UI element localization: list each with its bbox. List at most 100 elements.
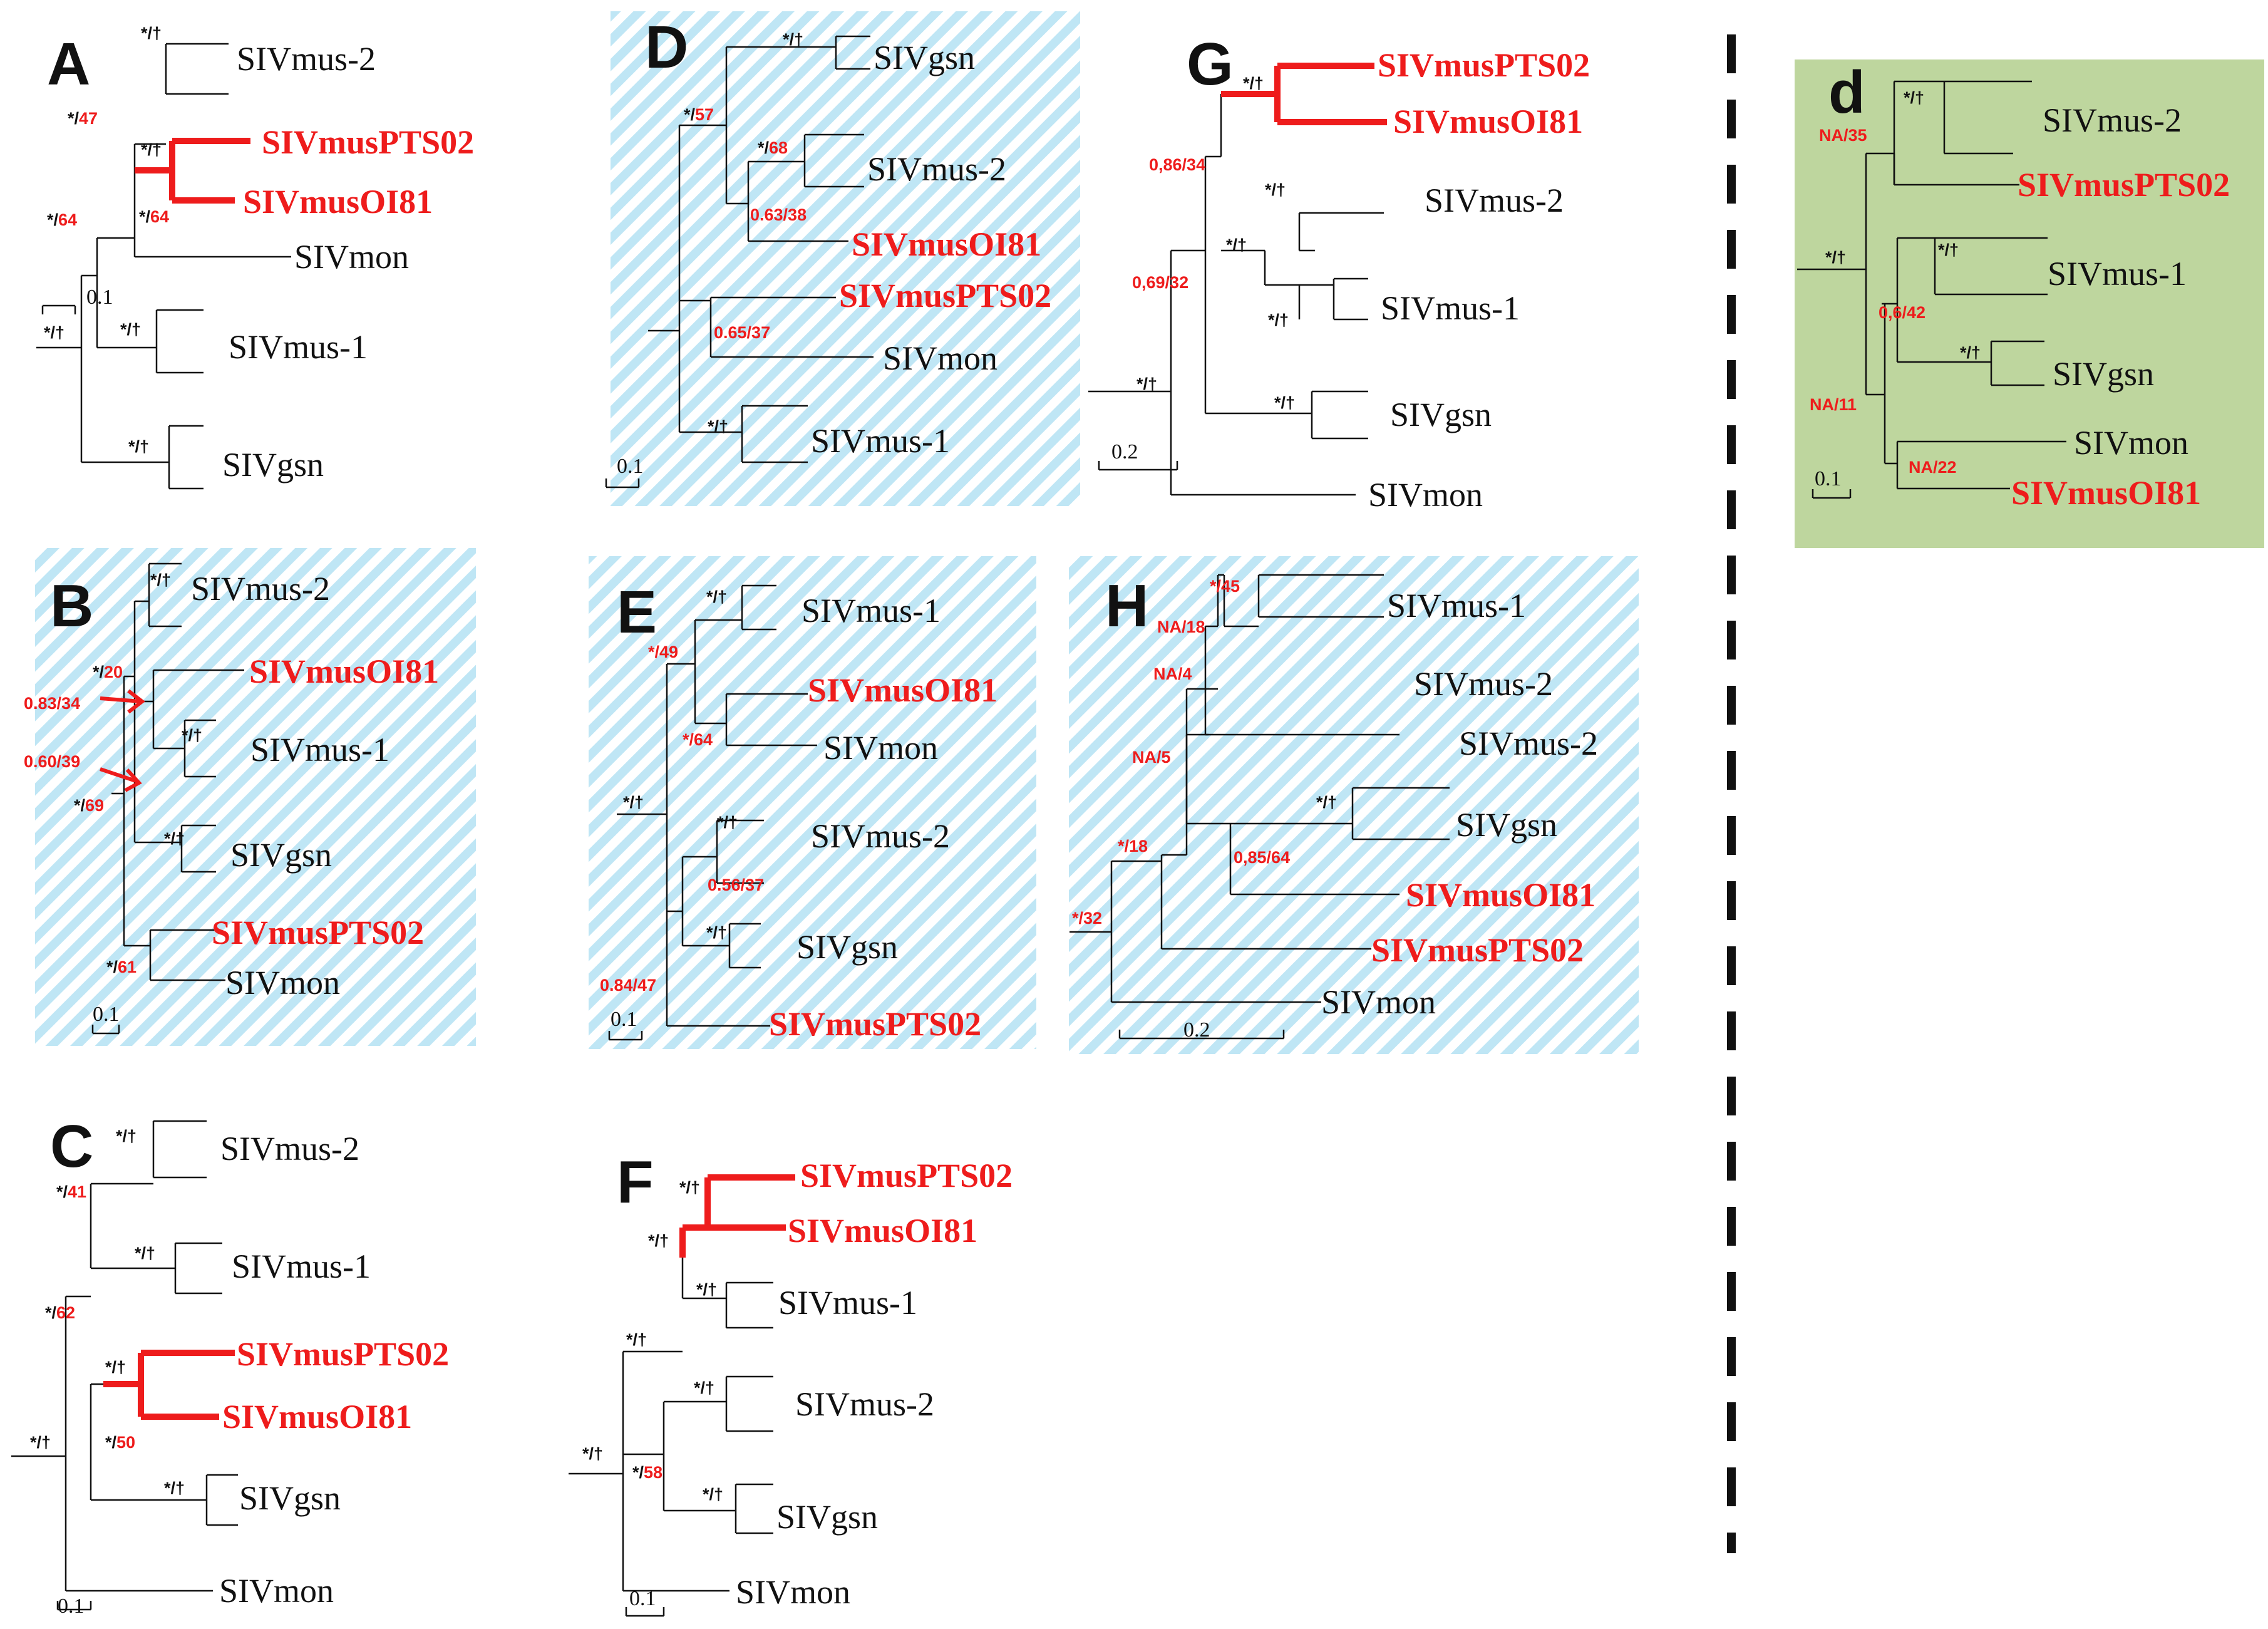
panel-a-support: */64	[47, 210, 77, 229]
panel-e-taxon-pts02: SIVmusPTS02	[769, 1005, 981, 1043]
panel-f-support: */†	[582, 1444, 603, 1463]
panel-g-support: */†	[1137, 375, 1157, 393]
panel-e-taxon-mon: SIVmon	[823, 729, 938, 767]
panel-g-support: */†	[1265, 180, 1286, 199]
panel-c-taxon-mus1: SIVmus-1	[232, 1248, 371, 1285]
panel-f-taxon-mon: SIVmon	[736, 1573, 850, 1611]
panel-d-support: */68	[758, 138, 788, 157]
panel-c-taxon-gsn: SIVgsn	[239, 1479, 341, 1517]
panel-a-taxon-mus2: SIVmus-2	[237, 40, 376, 78]
panel-h-support: 0,85/64	[1234, 848, 1290, 867]
panel-f-support: */†	[679, 1178, 700, 1197]
panel-c-support: */†	[30, 1433, 51, 1452]
panel-h-letter: H	[1105, 572, 1148, 639]
panel-d-support: 0.65/37	[714, 323, 770, 342]
green-taxon-oi81: SIVmusOI81	[2011, 474, 2201, 512]
panel-f-taxon-oi81: SIVmusOI81	[788, 1212, 977, 1249]
panel-g-taxon-mus2: SIVmus-2	[1425, 182, 1564, 219]
panel-f-support: */†	[626, 1330, 647, 1349]
panel-c-letter: C	[50, 1113, 93, 1180]
panel-a-taxon-pts02: SIVmusPTS02	[262, 123, 474, 161]
panel-a-taxon-oi81: SIVmusOI81	[243, 183, 433, 220]
panel-g	[1088, 94, 1384, 496]
panel-g-taxon-oi81: SIVmusOI81	[1393, 103, 1583, 140]
panel-f-taxon-gsn: SIVgsn	[776, 1498, 878, 1536]
panel-e-support: 0.84/47	[600, 976, 656, 995]
panel-h-taxon-gsn: SIVgsn	[1456, 806, 1557, 844]
panel-e-taxon-mus2: SIVmus-2	[811, 817, 950, 855]
panel-g-scale: 0.2	[1111, 440, 1138, 463]
panel-f-letter: F	[617, 1149, 654, 1216]
green-support: */†	[1938, 240, 1959, 259]
green-taxon-mus1: SIVmus-1	[2048, 255, 2187, 292]
panel-d-background	[611, 11, 1080, 506]
panel-g-taxon-pts02: SIVmusPTS02	[1378, 46, 1590, 84]
panel-d-support: */57	[684, 105, 714, 124]
panel-e-background	[589, 556, 1036, 1049]
panel-f-highlight-clade	[679, 1174, 795, 1258]
panel-h-taxon-pts02: SIVmusPTS02	[1371, 931, 1584, 969]
panel-g-support: 0,69/32	[1132, 273, 1188, 292]
panel-c-highlight-clade	[103, 1350, 235, 1420]
panel-e-letter: E	[617, 579, 657, 646]
panel-g-taxon-mus1: SIVmus-1	[1381, 289, 1520, 327]
panel-a-scale: 0.1	[86, 286, 113, 309]
panel-h-support: NA/18	[1157, 618, 1205, 636]
green-support: NA/11	[1810, 395, 1857, 414]
panel-b-scale: 0.1	[93, 1003, 120, 1026]
panel-b-taxon-pts02: SIVmusPTS02	[212, 914, 424, 951]
panel-b-background	[35, 548, 476, 1046]
panel-a-support: */†	[141, 24, 162, 43]
panel-f-taxon-mus1: SIVmus-1	[778, 1284, 917, 1321]
panel-a-highlight-clade	[135, 138, 250, 204]
panel-c	[11, 1120, 238, 1611]
panel-c-support: */41	[56, 1182, 86, 1201]
panel-green-background	[1795, 59, 2264, 548]
panel-f-taxon-pts02: SIVmusPTS02	[800, 1157, 1013, 1194]
panel-d-scale: 0.1	[617, 455, 644, 478]
panel-d-support: 0.63/38	[750, 205, 807, 224]
panel-c-scale: 0.1	[58, 1595, 85, 1618]
panel-h-background	[1069, 556, 1639, 1054]
panel-h-support: */32	[1072, 909, 1102, 928]
green-panel-letter: d	[1828, 59, 1865, 126]
green-taxon-gsn: SIVgsn	[2053, 355, 2154, 393]
panel-c-support: */†	[105, 1358, 126, 1377]
panel-b-taxon-mus1: SIVmus-1	[250, 731, 389, 768]
panel-a-support: */†	[128, 437, 149, 456]
panel-e-support: */64	[683, 730, 713, 749]
panel-b-support: */69	[74, 796, 104, 815]
panel-f-support: */58	[632, 1463, 662, 1482]
panel-b-taxon-gsn: SIVgsn	[230, 836, 332, 874]
panel-h-support: */45	[1210, 577, 1240, 596]
panel-b-taxon-mus2: SIVmus-2	[191, 570, 330, 608]
panel-f-support: */†	[648, 1231, 669, 1250]
panel-e-support: */†	[717, 813, 738, 832]
panel-d-taxon-pts02: SIVmusPTS02	[839, 277, 1051, 314]
panel-d-taxon-mus2: SIVmus-2	[867, 150, 1006, 188]
panel-e-scale: 0.1	[611, 1008, 637, 1031]
green-taxon-mon: SIVmon	[2074, 424, 2188, 462]
panel-b-letter: B	[50, 572, 93, 639]
green-taxon-mus2: SIVmus-2	[2043, 101, 2182, 139]
panel-g-support: */†	[1243, 74, 1264, 93]
panel-b-taxon-oi81: SIVmusOI81	[249, 653, 439, 690]
panel-c-taxon-oi81: SIVmusOI81	[222, 1398, 412, 1435]
panel-h-taxon-oi81: SIVmusOI81	[1406, 876, 1595, 914]
panel-e-support: */†	[706, 587, 727, 606]
panel-c-support: */†	[135, 1244, 155, 1263]
panel-c-taxon-pts02: SIVmusPTS02	[237, 1335, 449, 1373]
panel-h-scale: 0.2	[1183, 1018, 1210, 1042]
panel-b	[91, 562, 244, 1035]
panel-g-taxon-gsn: SIVgsn	[1390, 396, 1492, 433]
panel-h-support: NA/4	[1153, 665, 1192, 683]
panel-a	[36, 43, 291, 490]
panel-b-support: 0.83/34	[24, 694, 80, 713]
panel-b-taxon-mon: SIVmon	[225, 964, 340, 1001]
panel-d-support: */†	[783, 30, 803, 49]
panel-b-support: */†	[150, 571, 171, 589]
panel-c-support: */†	[116, 1127, 137, 1145]
panel-e-support: 0.56/37	[708, 876, 764, 894]
